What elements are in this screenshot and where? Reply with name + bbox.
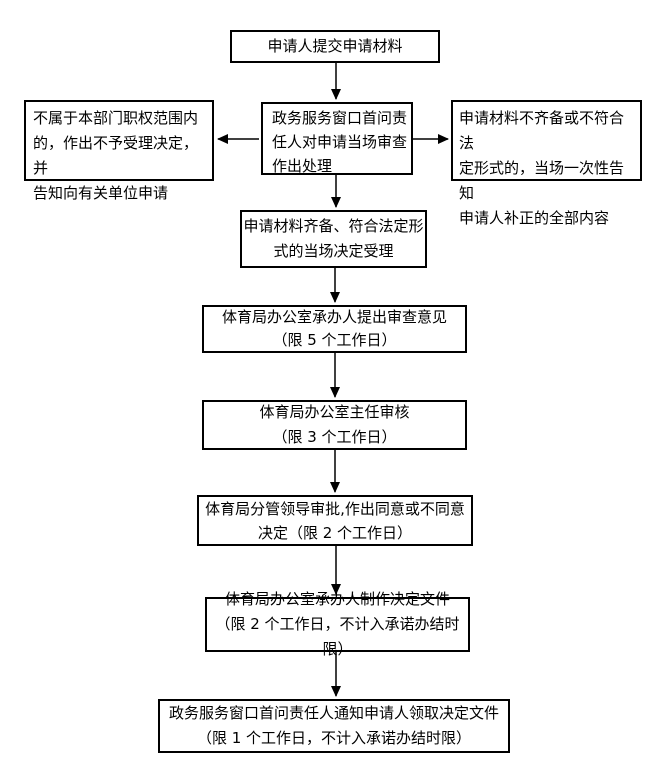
node-leader-approval-decision-label: 体育局分管领导审批,作出同意或不同意 决定（限 2 个工作日） [205, 499, 465, 542]
node-accept-on-spot: 申请材料齐备、符合法定形 式的当场决定受理 [240, 210, 427, 268]
node-submit-application-label: 申请人提交申请材料 [267, 37, 403, 55]
node-not-in-scope-rejection-label: 不属于本部门职权范围内 的，作出不予受理决定，并 告知向有关单位申请 [33, 109, 199, 202]
node-window-onsite-review: 政务服务窗口首问责 任人对申请当场审查 作出处理 [261, 102, 413, 175]
node-incomplete-materials-notice-label: 申请材料不齐备或不符合法 定形式的，当场一次性告知 申请人补正的全部内容 [459, 109, 625, 227]
node-incomplete-materials-notice: 申请材料不齐备或不符合法 定形式的，当场一次性告知 申请人补正的全部内容 [451, 100, 642, 227]
node-make-decision-document-label: 体育局办公室承办人制作决定文件 （限 2 个工作日，不计入承诺办结时限） [215, 590, 460, 658]
node-office-director-review: 体育局办公室主任审核 （限 3 个工作日） [202, 400, 467, 450]
node-office-handler-opinion-label: 体育局办公室承办人提出审查意见 （限 5 个工作日） [221, 308, 447, 349]
node-leader-approval-decision: 体育局分管领导审批,作出同意或不同意 决定（限 2 个工作日） [197, 495, 473, 546]
node-submit-application: 申请人提交申请材料 [230, 30, 440, 63]
node-accept-on-spot-label: 申请材料齐备、符合法定形 式的当场决定受理 [243, 217, 424, 260]
node-window-onsite-review-label: 政务服务窗口首问责 任人对申请当场审查 作出处理 [272, 109, 408, 175]
node-make-decision-document: 体育局办公室承办人制作决定文件 （限 2 个工作日，不计入承诺办结时限） [205, 590, 470, 658]
node-notify-applicant-pickup: 政务服务窗口首问责任人通知申请人领取决定文件 （限 1 个工作日，不计入承诺办结… [158, 699, 510, 753]
node-office-director-review-label: 体育局办公室主任审核 （限 3 个工作日） [259, 403, 410, 446]
node-not-in-scope-rejection: 不属于本部门职权范围内 的，作出不予受理决定，并 告知向有关单位申请 [24, 100, 214, 202]
node-office-handler-opinion: 体育局办公室承办人提出审查意见 （限 5 个工作日） [202, 305, 467, 353]
node-notify-applicant-pickup-label: 政务服务窗口首问责任人通知申请人领取决定文件 （限 1 个工作日，不计入承诺办结… [168, 704, 499, 747]
